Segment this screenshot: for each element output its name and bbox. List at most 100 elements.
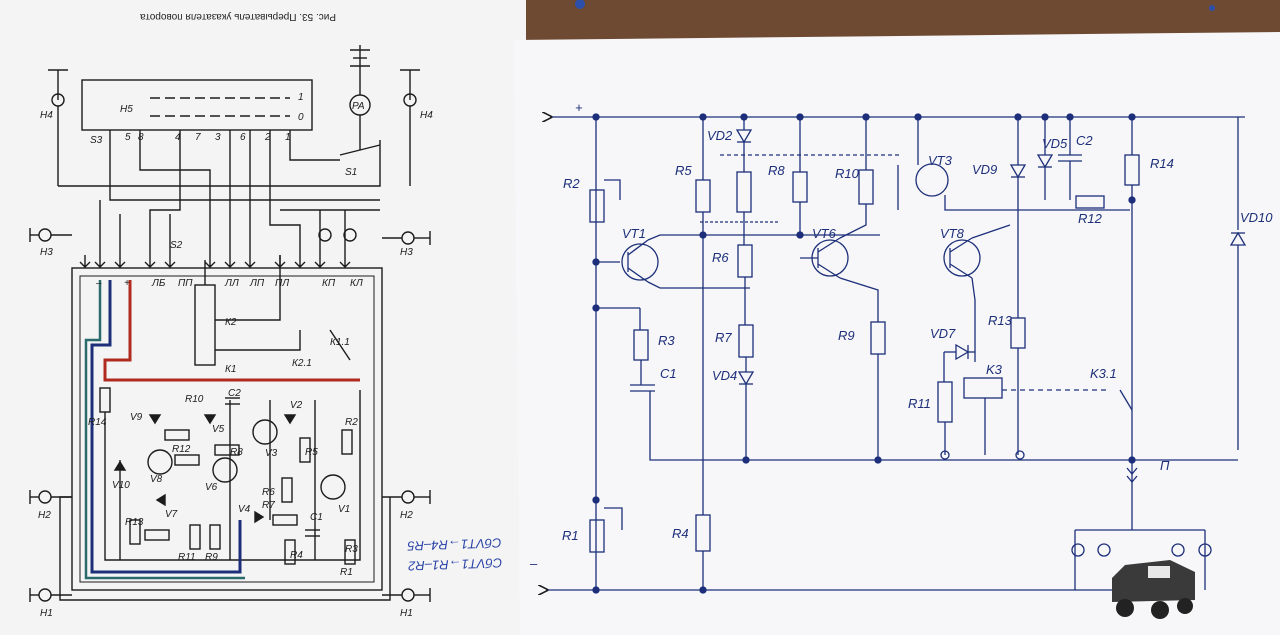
handwritten-note-1: СбVТ1→R1–R2: [407, 555, 502, 573]
label-c2: C2: [228, 388, 241, 399]
label-s3: S3: [90, 135, 103, 146]
label-h1-left: Н1: [40, 608, 53, 619]
hd-label-r6: R6: [712, 250, 729, 265]
hd-label-vt1: VT1: [622, 226, 646, 241]
hd-label-vt8: VT8: [940, 226, 965, 241]
label-v2: V2: [290, 400, 303, 411]
label-pin-2: 2: [264, 132, 271, 143]
label-pin-6: 6: [240, 132, 246, 143]
label-pa: PA: [352, 101, 365, 112]
label-r10: R10: [185, 394, 204, 405]
label-k11: К1.1: [330, 337, 350, 348]
hd-label-r4: R4: [672, 526, 689, 541]
red-pen-trace: [103, 280, 360, 382]
label-r8: R8: [230, 447, 243, 458]
printed-schematic-page: Рис. 53. Прерыватель указателя поворота: [0, 0, 526, 635]
hd-label-vd9: VD9: [972, 162, 997, 177]
label-r4: R4: [290, 550, 303, 561]
label-h1-right: Н1: [400, 608, 413, 619]
label-pp: ПП: [178, 278, 193, 289]
label-c1: C1: [310, 512, 323, 523]
label-v3: V3: [265, 448, 278, 459]
label-r12: R12: [172, 444, 191, 455]
hd-label-vd7: VD7: [930, 326, 956, 341]
label-k2: К2: [225, 317, 237, 328]
label-h3-left: Н3: [40, 247, 53, 258]
hd-label-vt3: VT3: [928, 153, 953, 168]
hd-label-r14: R14: [1150, 156, 1174, 171]
hd-label-r9: R9: [838, 328, 855, 343]
label-v6: V6: [205, 482, 218, 493]
figure-caption: Рис. 53. Прерыватель указателя поворота: [140, 11, 336, 22]
hd-label-r1: R1: [562, 528, 579, 543]
teal-pen-trace: [84, 280, 245, 580]
hand-drawn-wiring: [546, 114, 1247, 593]
label-r14: R14: [88, 417, 107, 428]
label-v7: V7: [165, 509, 178, 520]
hd-label-r12: R12: [1078, 211, 1103, 226]
label-k21: К2.1: [292, 358, 312, 369]
label-pin-1: 1: [285, 132, 291, 143]
hand-drawn-schematic-page: + – R1 R2 R3 R4 R5 R6 R7 R8 R9 R10 R11 R…: [514, 32, 1280, 635]
hd-label-r2: R2: [563, 176, 580, 191]
label-h4-right: Н4: [420, 110, 433, 121]
label-minus: –: [95, 278, 102, 289]
label-s1: S1: [345, 167, 357, 178]
label-ll: ЛЛ: [224, 278, 239, 289]
hd-label-vd2: VD2: [707, 128, 733, 143]
label-lb: ЛБ: [151, 278, 166, 289]
label-pin-8: 8: [138, 132, 144, 143]
label-v1: V1: [338, 504, 350, 515]
hd-label-k31: K3.1: [1090, 366, 1117, 381]
pen-cap: [575, 0, 585, 9]
label-v4: V4: [238, 504, 251, 515]
hd-label-r5: R5: [675, 163, 692, 178]
label-v5: V5: [212, 424, 225, 435]
handwritten-note-2: СбVТ1→R4–R5: [406, 535, 501, 553]
label-switch-1: 1: [298, 92, 304, 103]
hd-label-p: П: [1160, 458, 1170, 473]
label-pin-5: 5: [125, 132, 131, 143]
label-v9: V9: [130, 412, 143, 423]
label-v8: V8: [150, 474, 163, 485]
hd-label-c2: C2: [1076, 133, 1093, 148]
hd-label-c1: C1: [660, 366, 677, 381]
blue-pen-trace: [90, 280, 242, 574]
label-s2: S2: [170, 240, 183, 251]
hd-label-r11: R11: [908, 396, 931, 411]
label-r1: R1: [340, 567, 353, 578]
label-r13: R13: [125, 517, 144, 528]
hd-label-r13: R13: [988, 313, 1013, 328]
hd-label-vd4: VD4: [712, 368, 737, 383]
label-switch-0: 0: [298, 112, 304, 123]
label-kl: КЛ: [350, 278, 363, 289]
hd-label-r3: R3: [658, 333, 675, 348]
label-h2-left: Н2: [38, 510, 51, 521]
label-h3-right: Н3: [400, 247, 413, 258]
label-k1: К1: [225, 364, 236, 375]
hd-label-r8: R8: [768, 163, 785, 178]
hd-label-plus: +: [575, 100, 583, 115]
label-pl: ПЛ: [275, 278, 289, 289]
hd-label-vt6: VT6: [812, 226, 837, 241]
hd-label-r10: R10: [835, 166, 860, 181]
hd-label-r7: R7: [715, 330, 732, 345]
label-kp: КП: [322, 278, 336, 289]
label-pin-4: 4: [175, 132, 181, 143]
label-r11: R11: [178, 552, 196, 563]
printed-wiring: [29, 45, 431, 602]
pen-dot: [1209, 5, 1215, 11]
label-h4-left: Н4: [40, 110, 53, 121]
hd-label-vd10: VD10: [1240, 210, 1273, 225]
label-r7: R7: [262, 500, 275, 511]
hd-label-minus: –: [529, 556, 538, 571]
label-lp: ЛП: [249, 278, 265, 289]
label-h2-right: Н2: [400, 510, 413, 521]
label-r9: R9: [205, 552, 218, 563]
label-h5: Н5: [120, 104, 133, 115]
label-plus: +: [124, 278, 130, 289]
label-r6: R6: [262, 487, 275, 498]
label-v10: V10: [112, 480, 130, 491]
hd-label-vd5: VD5: [1042, 136, 1068, 151]
